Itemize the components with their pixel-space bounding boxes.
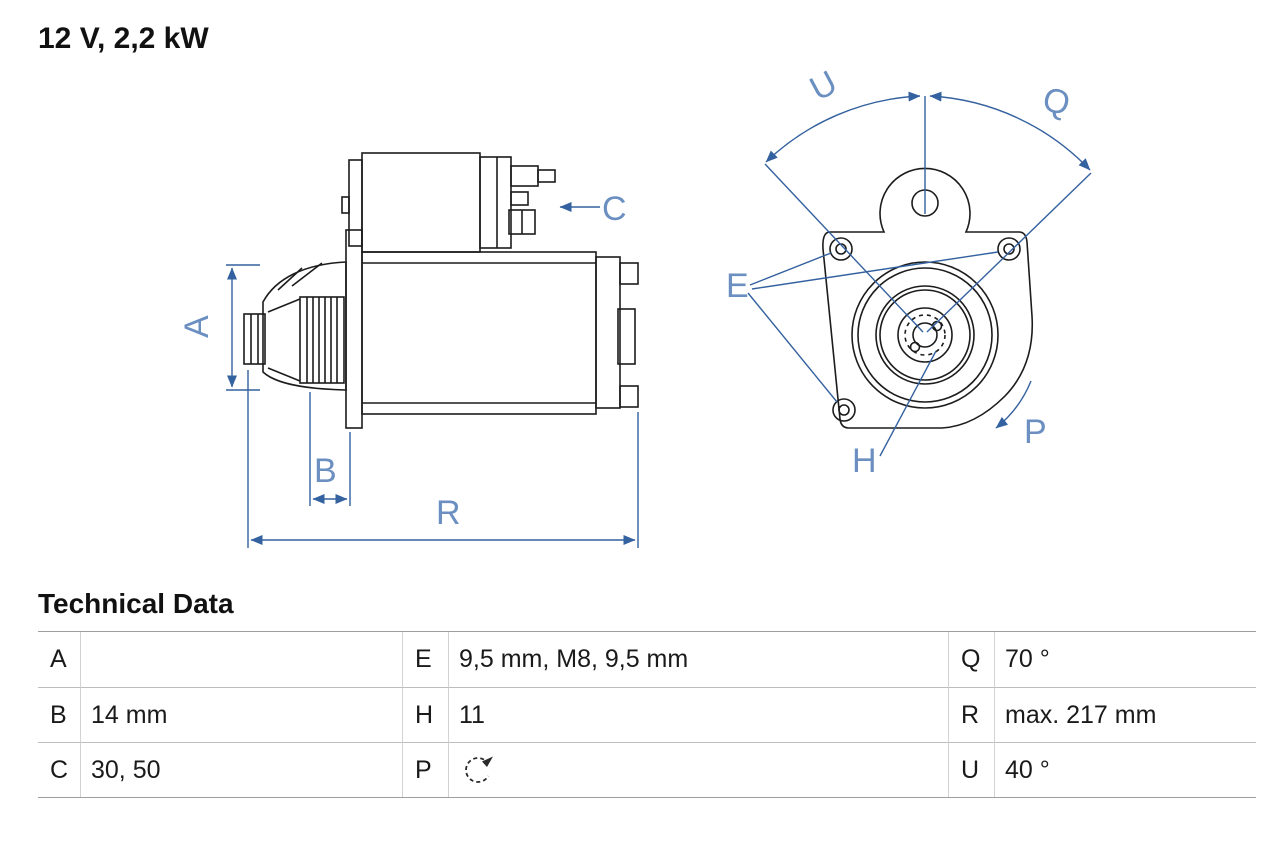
dim-label-U: U xyxy=(804,64,844,109)
spec-key-U: U xyxy=(948,742,994,797)
bearing-circles xyxy=(851,261,999,409)
angle-arc-Q xyxy=(929,91,1091,171)
spec-value-B: 14 mm xyxy=(80,687,402,742)
section-heading: Technical Data xyxy=(38,588,234,619)
spec-key-C: C xyxy=(38,742,80,797)
spec-value-H: 11 xyxy=(448,687,948,742)
page-title: 12 V, 2,2 kW xyxy=(38,22,209,55)
dim-label-R: R xyxy=(436,494,461,532)
side-view-dimensions xyxy=(226,202,639,548)
spec-key-A: A xyxy=(50,645,67,673)
angle-arc-U xyxy=(765,91,921,163)
spec-value-U: 40 ° xyxy=(994,742,1256,797)
dim-label-A: A xyxy=(178,315,216,338)
dim-label-C: C xyxy=(602,190,627,228)
dim-label-P: P xyxy=(1024,413,1047,451)
spec-key-R: R xyxy=(948,687,994,742)
spec-value-A xyxy=(80,632,402,687)
dim-label-B: B xyxy=(314,452,337,490)
technical-data-table: A E 9,5 mm, M8, 9,5 mm Q 70 ° B 14 mm H … xyxy=(38,631,1256,798)
counterclockwise-rotation-icon xyxy=(465,756,493,783)
mounting-plate-outline xyxy=(822,167,1034,429)
rotation-arrow-P xyxy=(995,380,1032,429)
dim-label-Q: Q xyxy=(1039,80,1074,123)
spec-value-C: 30, 50 xyxy=(80,742,402,797)
starter-side-view xyxy=(243,152,639,429)
spec-key-B: B xyxy=(38,687,80,742)
motor-housing xyxy=(361,251,597,415)
mounting-flange xyxy=(345,229,363,429)
leader-lines-E xyxy=(747,251,999,403)
spec-value-E: 9,5 mm, M8, 9,5 mm xyxy=(448,632,948,687)
solenoid-body xyxy=(361,152,481,253)
leader-line-H xyxy=(879,350,937,457)
spec-value-P xyxy=(448,742,948,797)
drive-end-housing xyxy=(243,261,347,391)
spec-key-E: E xyxy=(402,632,448,687)
spec-key-Q: Q xyxy=(948,632,994,687)
technical-drawing: C A B R xyxy=(178,64,1092,548)
dim-label-H: H xyxy=(852,442,877,480)
front-view-dimensions xyxy=(747,91,1092,457)
spec-value-Q: 70 ° xyxy=(994,632,1256,687)
pinion-gear xyxy=(299,296,345,384)
starter-front-view xyxy=(822,167,1034,429)
commutator-end-bracket xyxy=(595,256,639,409)
spec-key-P: P xyxy=(402,742,448,797)
solenoid-terminals xyxy=(508,165,556,235)
dim-label-E: E xyxy=(726,267,749,305)
spec-key-H: H xyxy=(402,687,448,742)
spec-value-R: max. 217 mm xyxy=(994,687,1256,742)
